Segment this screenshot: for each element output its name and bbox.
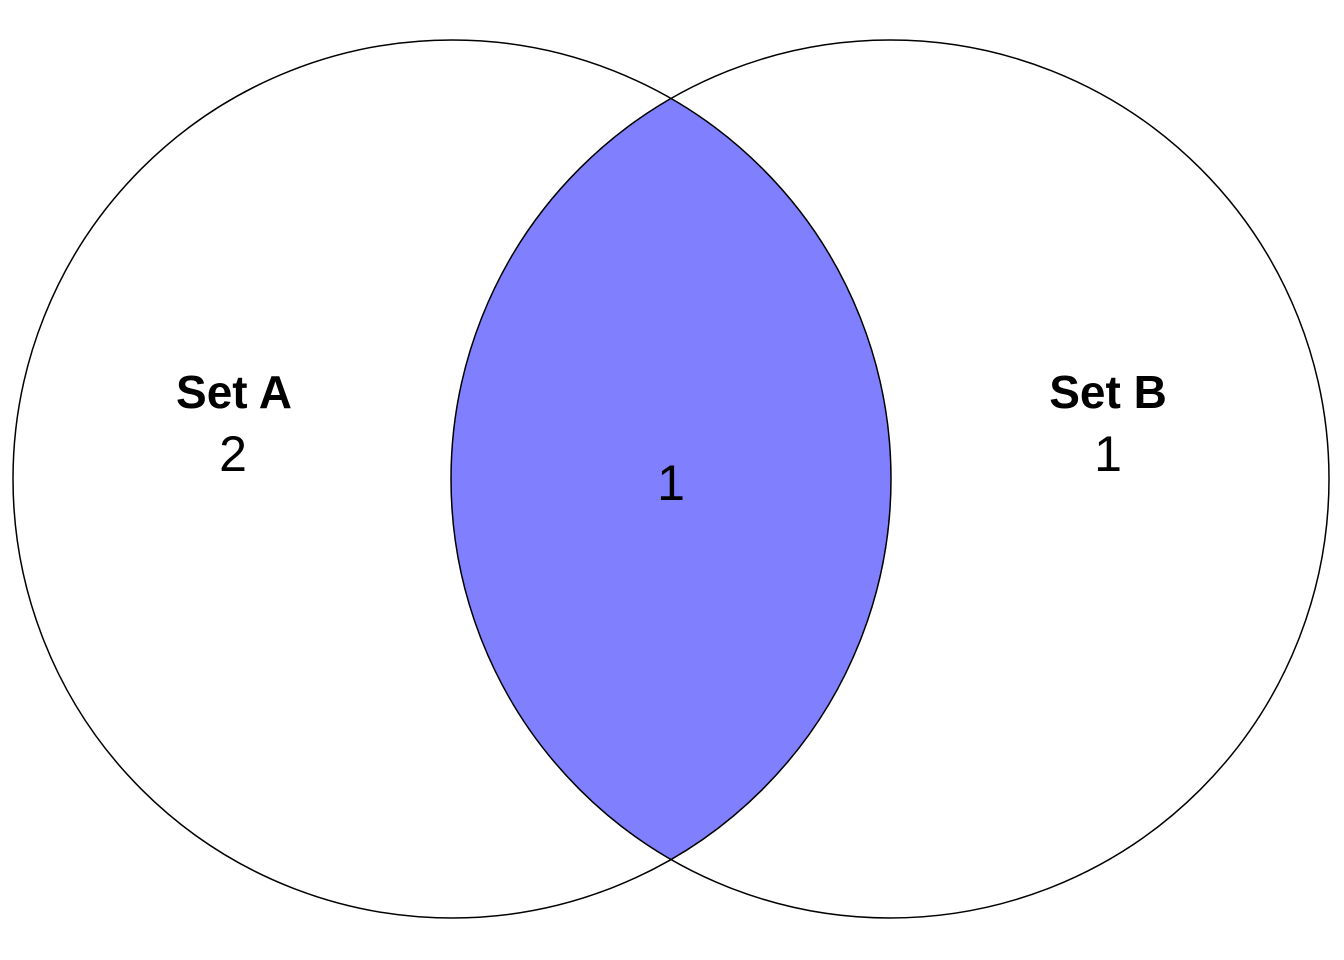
- set-a-label: Set A: [176, 366, 292, 418]
- set-b-label: Set B: [1049, 366, 1167, 418]
- set-b-circle: [450, 39, 1330, 919]
- set-b-count: 1: [1094, 426, 1122, 482]
- set-a-circle: [12, 39, 892, 919]
- set-a-count: 2: [219, 426, 247, 482]
- intersection-count: 1: [657, 455, 685, 511]
- intersection-region: [451, 40, 891, 918]
